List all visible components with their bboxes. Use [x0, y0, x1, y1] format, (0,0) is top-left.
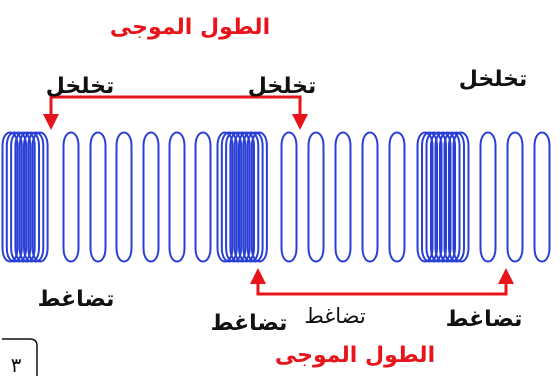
rarefaction-label-3: تخلخل	[459, 67, 528, 92]
spring-coils	[1, 131, 551, 263]
compression-label-3: تضاغط	[304, 304, 366, 328]
page-number-box: ٣	[2, 338, 38, 376]
spring-coil	[280, 131, 298, 263]
spring-coil	[23, 131, 40, 263]
bottom-wavelength-arrow	[250, 268, 514, 296]
spring-coil	[416, 131, 434, 263]
wavelength-label-bottom: الطول الموجى	[275, 343, 435, 368]
spring-coil	[18, 131, 36, 263]
spring-coil	[225, 131, 243, 263]
spring-coil	[506, 131, 524, 263]
spring-coil	[246, 131, 264, 263]
top-wavelength-arrow	[43, 95, 308, 130]
spring-coil	[334, 131, 352, 263]
spring-coil	[430, 131, 447, 263]
spring-coil	[229, 131, 247, 263]
spring-coil	[233, 131, 251, 263]
spring-coil	[115, 131, 133, 263]
spring-coil	[27, 131, 45, 263]
spring-coil	[250, 131, 268, 263]
spring-coil	[307, 131, 325, 263]
rarefaction-label-1: تخلخل	[46, 74, 115, 99]
spring-coil	[1, 131, 19, 263]
spring-coil	[194, 131, 212, 263]
spring-coil	[425, 131, 443, 263]
spring-coil	[448, 131, 465, 263]
spring-coil	[216, 131, 234, 263]
spring-coil	[388, 131, 406, 263]
compression-label-1: تضاغط	[38, 287, 115, 312]
spring-coil	[479, 131, 497, 263]
spring-coil	[452, 131, 470, 263]
spring-coil	[434, 131, 452, 263]
spring-coil	[242, 131, 260, 263]
spring-coil	[10, 131, 28, 263]
spring-coil	[421, 131, 438, 263]
wavelength-label-top: الطول الموجى	[110, 15, 270, 40]
spring-coil	[361, 131, 379, 263]
spring-coil	[62, 131, 80, 263]
spring-coil	[220, 131, 238, 263]
spring-coil	[142, 131, 160, 263]
spring-coil	[168, 131, 186, 263]
spring-coil	[238, 131, 255, 263]
spring-coil	[89, 131, 107, 263]
compression-label-2: تضاغط	[211, 311, 288, 336]
spring-coil	[14, 131, 32, 263]
compression-label-4: تضاغط	[446, 307, 523, 332]
spring-coil	[5, 131, 23, 263]
spring-coil	[443, 131, 461, 263]
spring-coil	[31, 131, 49, 263]
spring-coil	[533, 131, 551, 263]
page-number: ٣	[11, 353, 22, 376]
rarefaction-label-2: تخلخل	[248, 74, 317, 99]
spring-coil	[439, 131, 456, 263]
